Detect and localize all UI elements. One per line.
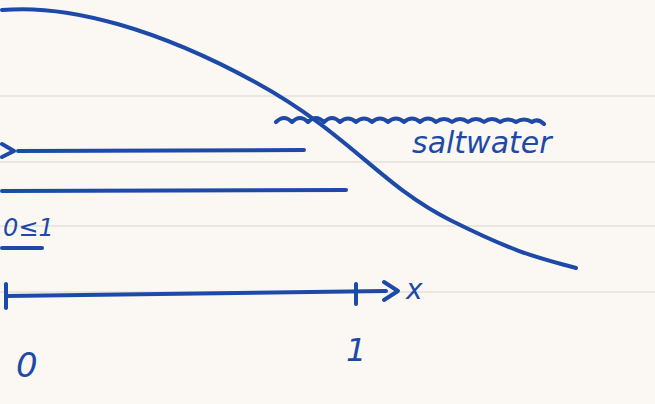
underline [2,246,42,250]
condition-note: 0≤1 [3,216,54,240]
pipe-wall [18,150,304,151]
axis-arrow [384,282,398,300]
pipe-wall [2,190,346,191]
water-surface [276,118,544,124]
region-label: saltwater [412,128,552,158]
flow-arrow [2,144,14,157]
tick-label: 1 [346,334,366,366]
axis-tick [4,284,8,308]
axis-label: x [406,276,423,304]
x-axis [6,291,386,296]
terrain-profile [2,9,576,268]
axis-tick [354,284,358,304]
tick-label: 0 [16,348,38,382]
